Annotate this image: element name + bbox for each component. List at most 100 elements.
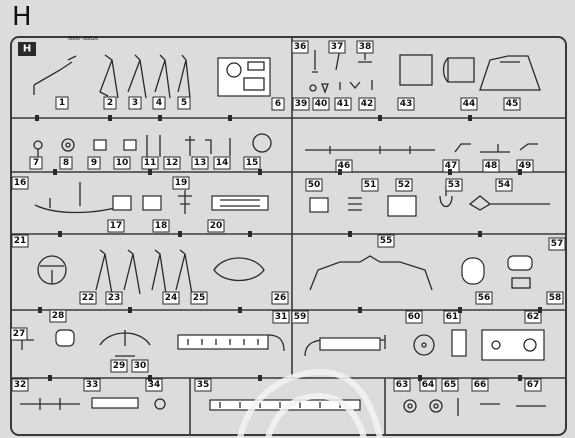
part-label-box xyxy=(79,291,97,305)
part-label-14: 14 xyxy=(213,156,231,170)
part-label-box xyxy=(145,378,163,392)
part-label-36: 36 xyxy=(291,40,309,54)
part-drawings-row4 xyxy=(37,249,533,295)
part-label-text: 22 xyxy=(82,293,95,303)
part-label-50: 50 xyxy=(305,178,323,192)
part-label-16: 16 xyxy=(11,176,29,190)
part-label-text: 58 xyxy=(549,293,562,303)
part-label-box xyxy=(291,40,309,54)
part-label-52: 52 xyxy=(395,178,413,192)
part-label-text: 21 xyxy=(14,236,27,246)
part-label-text: 13 xyxy=(194,158,207,168)
part-label-27: 27 xyxy=(10,327,28,341)
runner-gate xyxy=(58,231,62,237)
part-label-text: 5 xyxy=(181,98,187,108)
part-label-62: 62 xyxy=(524,310,542,324)
part-label-box xyxy=(328,40,346,54)
part-label-text: 1 xyxy=(59,98,65,108)
part-label-box xyxy=(11,234,29,248)
part-label-box xyxy=(172,176,190,190)
part-label-box xyxy=(103,96,117,110)
part-label-box xyxy=(358,97,376,111)
part-label-box xyxy=(110,359,128,373)
part-label-text: 48 xyxy=(485,161,498,171)
part-label-text: 36 xyxy=(294,42,307,52)
runner-gate xyxy=(518,169,522,175)
runner-gate xyxy=(338,169,342,175)
runner-gate xyxy=(258,375,262,381)
part-label-6: 6 xyxy=(271,97,285,111)
part-label-text: 39 xyxy=(295,99,308,109)
part-label-box xyxy=(29,156,43,170)
part-label-box xyxy=(475,291,493,305)
part-label-19: 19 xyxy=(172,176,190,190)
part-label-box xyxy=(445,178,463,192)
part-label-11: 11 xyxy=(141,156,159,170)
runner-gate xyxy=(468,115,472,121)
part-label-text: 41 xyxy=(337,99,350,109)
part-label-54: 54 xyxy=(495,178,513,192)
part-label-text: 42 xyxy=(361,99,374,109)
runner-gate xyxy=(128,307,132,313)
part-label-box xyxy=(49,309,67,323)
part-label-box xyxy=(243,156,261,170)
part-label-3: 3 xyxy=(128,96,142,110)
part-label-21: 21 xyxy=(11,234,29,248)
part-label-box xyxy=(83,378,101,392)
part-label-text: 49 xyxy=(519,161,532,171)
part-label-31: 31 xyxy=(272,310,290,324)
part-label-box xyxy=(213,156,231,170)
part-label-box xyxy=(524,310,542,324)
part-label-text: 4 xyxy=(156,98,162,108)
part-drawings xyxy=(33,47,541,99)
part-label-text: 11 xyxy=(144,158,157,168)
part-label-text: 7 xyxy=(33,158,39,168)
part-label-7: 7 xyxy=(29,156,43,170)
part-label-box xyxy=(152,219,170,233)
part-label-13: 13 xyxy=(191,156,209,170)
part-label-9: 9 xyxy=(87,156,101,170)
part-label-text: 37 xyxy=(331,42,344,52)
part-label-box xyxy=(11,176,29,190)
part-label-box xyxy=(163,156,181,170)
runner-gate xyxy=(53,169,57,175)
part-label-box xyxy=(397,97,415,111)
part-label-26: 26 xyxy=(271,291,289,305)
runner-gate xyxy=(48,375,52,381)
part-label-box xyxy=(291,310,309,324)
part-label-box xyxy=(11,378,29,392)
part-label-text: 12 xyxy=(166,158,179,168)
part-label-12: 12 xyxy=(163,156,181,170)
part-label-51: 51 xyxy=(361,178,379,192)
part-label-44: 44 xyxy=(460,97,478,111)
part-label-box xyxy=(482,159,500,173)
part-label-text: 18 xyxy=(155,221,168,231)
part-label-box xyxy=(59,156,73,170)
part-label-box xyxy=(128,96,142,110)
part-label-box xyxy=(105,291,123,305)
runner-gate xyxy=(538,307,542,313)
part-label-text: 30 xyxy=(134,361,147,371)
part-label-text: 2 xyxy=(107,98,113,108)
runner-gate xyxy=(358,307,362,313)
runner-gate xyxy=(478,231,482,237)
part-label-33: 33 xyxy=(83,378,101,392)
part-label-text: 47 xyxy=(445,161,458,171)
part-label-box xyxy=(524,378,542,392)
part-label-box xyxy=(460,97,478,111)
part-label-text: 61 xyxy=(446,312,459,322)
part-label-box xyxy=(113,156,131,170)
part-drawings-row5 xyxy=(16,329,545,361)
watermark-shape xyxy=(237,368,383,438)
part-label-35: 35 xyxy=(194,378,212,392)
part-label-5: 5 xyxy=(177,96,191,110)
part-label-box xyxy=(495,178,513,192)
part-label-text: 51 xyxy=(364,180,377,190)
part-label-22: 22 xyxy=(79,291,97,305)
part-label-66: 66 xyxy=(471,378,489,392)
part-label-text: 25 xyxy=(193,293,206,303)
sprue-tag-text: H xyxy=(23,44,31,55)
part-label-text: 26 xyxy=(274,293,287,303)
runner-gate xyxy=(448,169,452,175)
